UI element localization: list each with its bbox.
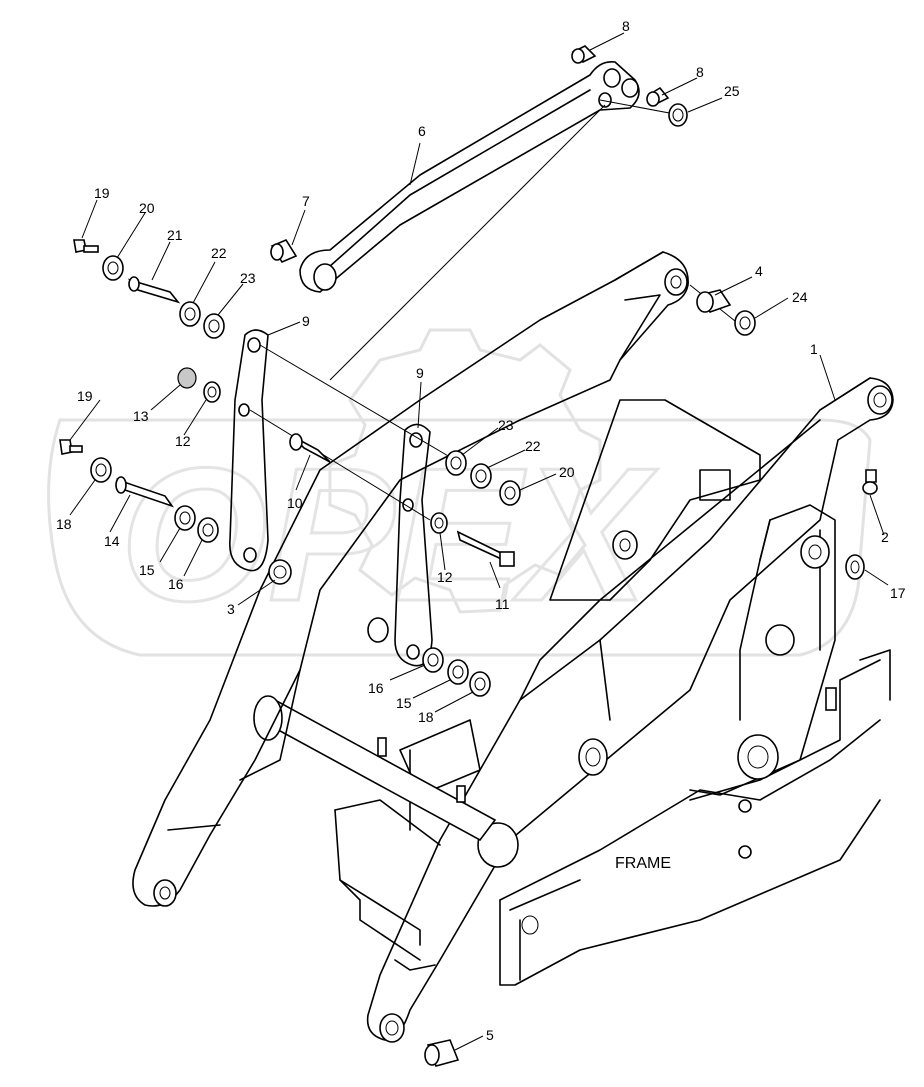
callout-21: 21 bbox=[167, 227, 183, 243]
callout-2: 2 bbox=[881, 529, 889, 545]
cross-tube bbox=[253, 695, 497, 842]
callout-24: 24 bbox=[792, 289, 808, 305]
callout-20b: 20 bbox=[559, 464, 575, 480]
callout-5: 5 bbox=[486, 1027, 494, 1043]
callout-13: 13 bbox=[133, 408, 149, 424]
small-parts bbox=[59, 45, 878, 1067]
callout-6: 6 bbox=[418, 123, 426, 139]
callout-9b: 9 bbox=[416, 365, 424, 381]
callout-23a: 23 bbox=[240, 270, 256, 286]
frame-body bbox=[334, 399, 891, 986]
callout-3: 3 bbox=[227, 601, 235, 617]
callout-12b: 12 bbox=[437, 569, 453, 585]
callout-15a: 15 bbox=[139, 562, 155, 578]
callout-8a: 8 bbox=[622, 18, 630, 34]
callout-23b: 23 bbox=[498, 417, 514, 433]
callout-20a: 20 bbox=[139, 200, 155, 216]
callout-19b: 19 bbox=[77, 388, 93, 404]
callout-11: 11 bbox=[495, 596, 510, 612]
callout-22a: 22 bbox=[211, 245, 227, 261]
callout-17: 17 bbox=[890, 585, 906, 601]
assembly-lines bbox=[249, 99, 741, 521]
callout-7: 7 bbox=[302, 193, 310, 209]
callout-22b: 22 bbox=[525, 438, 541, 454]
callout-25: 25 bbox=[724, 83, 740, 99]
callout-16b: 16 bbox=[368, 680, 384, 696]
callout-1: 1 bbox=[810, 341, 818, 357]
callout-8b: 8 bbox=[696, 64, 704, 80]
callout-4: 4 bbox=[755, 263, 763, 279]
callout-14: 14 bbox=[104, 533, 120, 549]
callout-19a: 19 bbox=[94, 185, 110, 201]
callout-18a: 18 bbox=[56, 516, 72, 532]
callout-16a: 16 bbox=[168, 576, 184, 592]
callout-10: 10 bbox=[287, 495, 303, 511]
frame-label: FRAME bbox=[615, 855, 671, 872]
tilt-link bbox=[299, 60, 640, 293]
boom-arm-right bbox=[366, 377, 894, 1043]
callout-15b: 15 bbox=[396, 695, 412, 711]
opex-watermark: OPEX bbox=[47, 328, 872, 657]
callout-12a: 12 bbox=[175, 433, 191, 449]
callout-18b: 18 bbox=[418, 709, 434, 725]
boom-arm-left bbox=[132, 251, 689, 907]
callout-leaders bbox=[69, 32, 889, 1051]
callouts: 1 2 3 4 5 6 7 8 8 9 9 10 11 12 12 13 14 … bbox=[56, 18, 906, 1043]
callout-9a: 9 bbox=[302, 313, 310, 329]
